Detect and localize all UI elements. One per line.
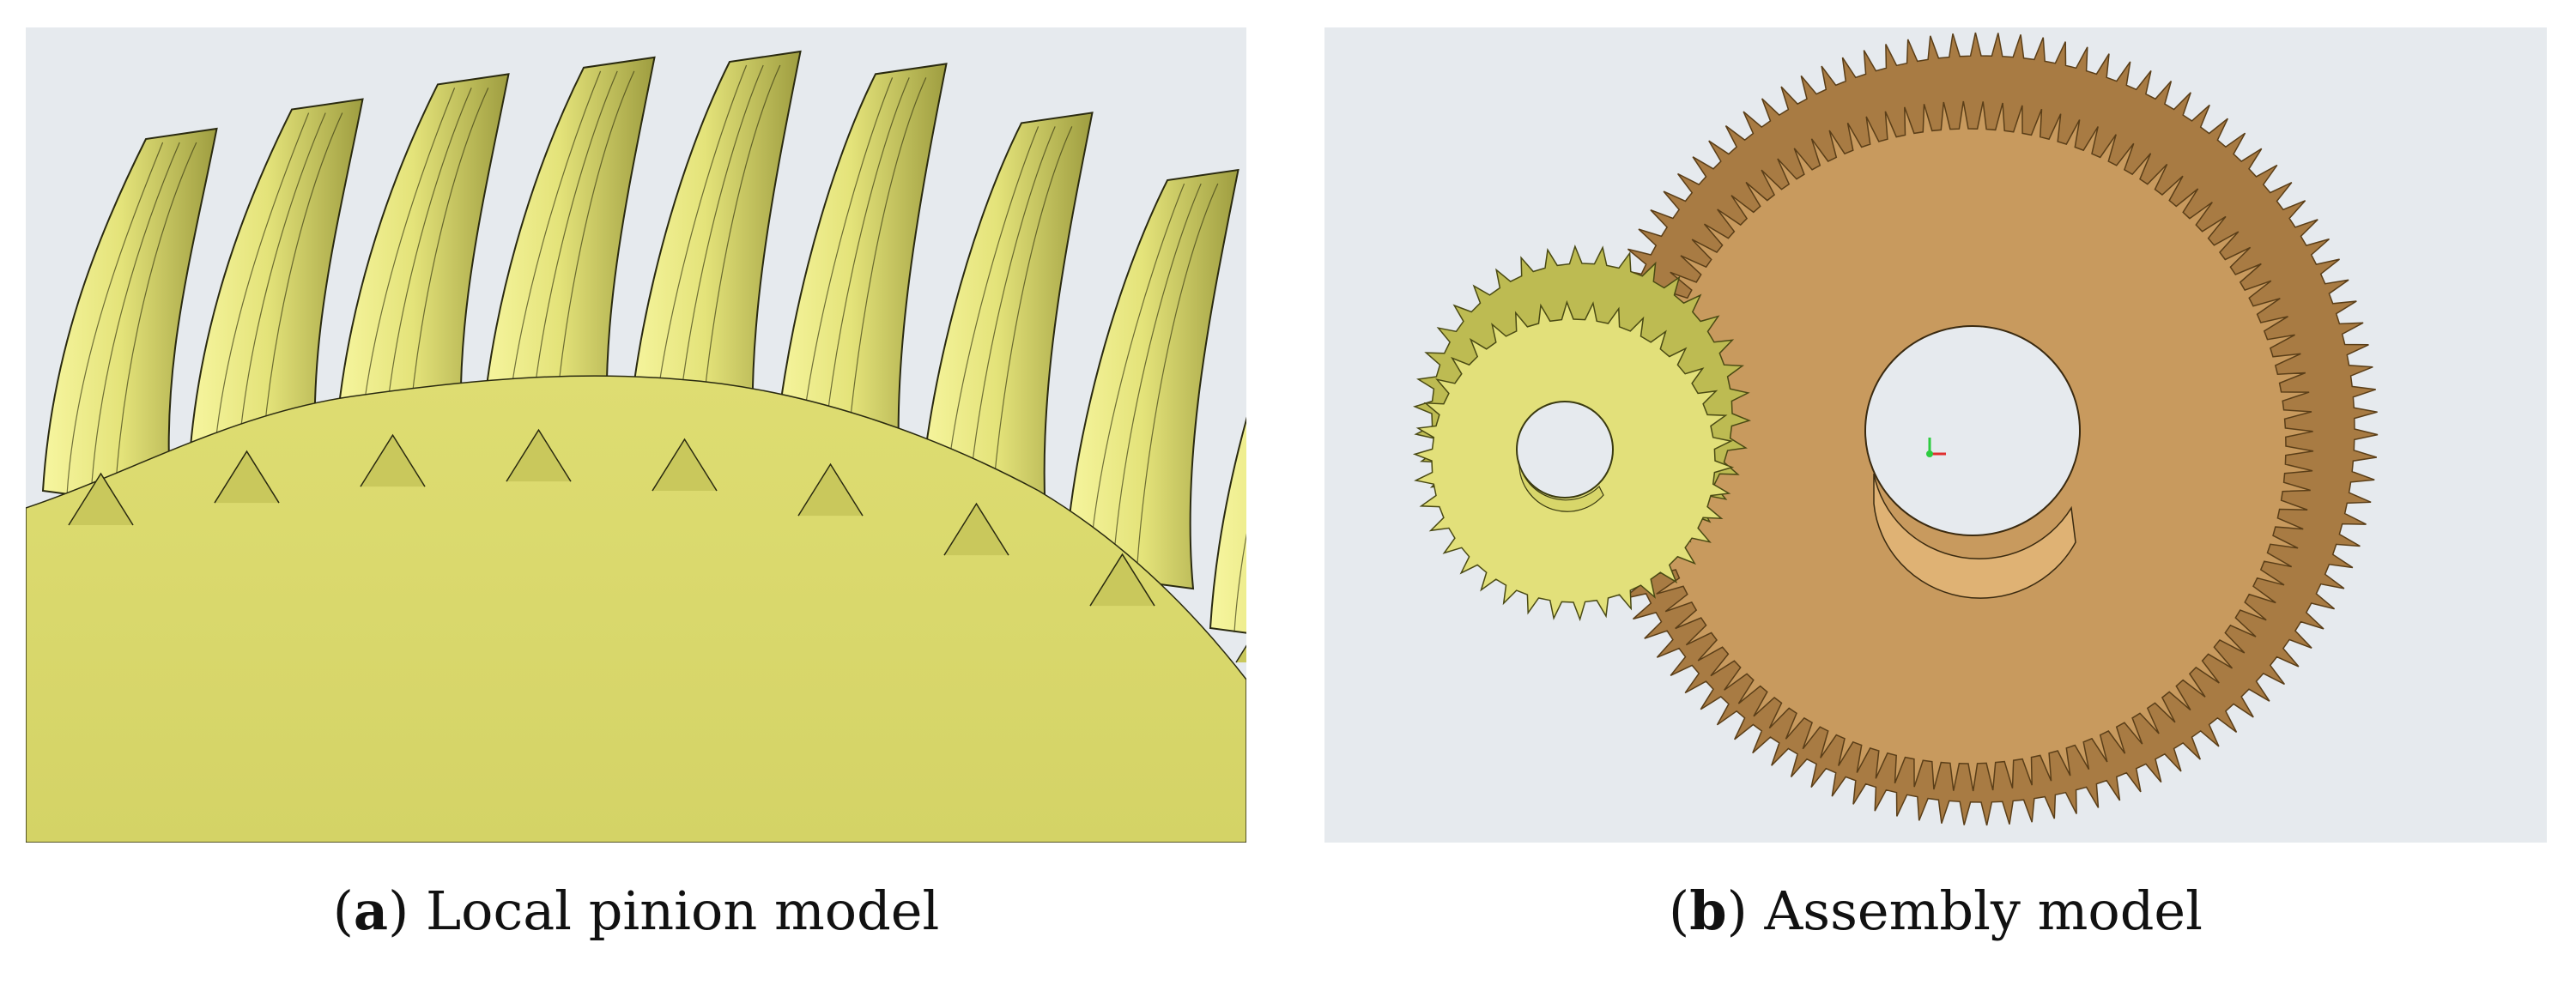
pinion-tooth (771, 63, 948, 500)
tooth-flank-line (90, 142, 180, 496)
pinion-closeup-illustration (26, 50, 1246, 843)
tooth-flank-line (236, 112, 326, 474)
pinion-tooth (625, 50, 802, 475)
pinion-tooth-roots (68, 428, 1246, 663)
tooth-root-notch (68, 472, 134, 526)
pinion-tooth (479, 56, 656, 466)
tooth-flank-line (66, 142, 164, 496)
panel-a-local-pinion-image (26, 27, 1246, 843)
pinion-bore-wall (1518, 460, 1604, 512)
tooth-flank-line (1136, 183, 1219, 577)
large-gear (1584, 32, 2379, 826)
pinion-gear (1412, 244, 1752, 622)
caption-text-a: Local pinion model (426, 879, 940, 942)
pinion-tooth (187, 98, 364, 487)
tooth-root-notch (360, 433, 426, 487)
coordinate-axis-icon (1926, 438, 1946, 457)
tooth-flank-line (1112, 183, 1202, 577)
tooth-root-notch (652, 438, 718, 492)
pinion-tooth (1209, 416, 1246, 634)
pinion-tooth (917, 112, 1094, 540)
tooth-root-notch (1089, 553, 1155, 607)
tooth-root-notch (214, 450, 280, 504)
tooth-flank-line (1233, 533, 1246, 633)
pinion-face (26, 375, 1246, 843)
pinion-teeth-group (41, 50, 1246, 634)
pinion-bore (1516, 401, 1614, 499)
tooth-root-notch (1235, 644, 1246, 663)
caption-text-b: Assembly model (1764, 879, 2203, 942)
pinion-tooth (333, 73, 510, 471)
large-gear-bore (1864, 325, 2081, 536)
gear-assembly-illustration (1412, 32, 2379, 826)
tooth-root-notch (943, 502, 1009, 556)
large-gear-bore-wall (1873, 473, 2076, 599)
caption-label-b: b (1689, 879, 1727, 942)
tooth-flank-line (1088, 183, 1185, 577)
tooth-root-notch (506, 428, 572, 482)
tooth-flank-line (212, 112, 310, 474)
tooth-flank-line (114, 142, 197, 496)
pinion-tooth (1063, 168, 1240, 590)
panel-b-assembly-image (1324, 27, 2547, 843)
caption-panel-b: (b) Assembly model (1669, 879, 2203, 942)
caption-panel-a: (a) Local pinion model (332, 879, 940, 942)
pinion-tooth (41, 127, 218, 510)
tooth-root-notch (797, 462, 864, 517)
caption-label-a: a (353, 879, 389, 942)
